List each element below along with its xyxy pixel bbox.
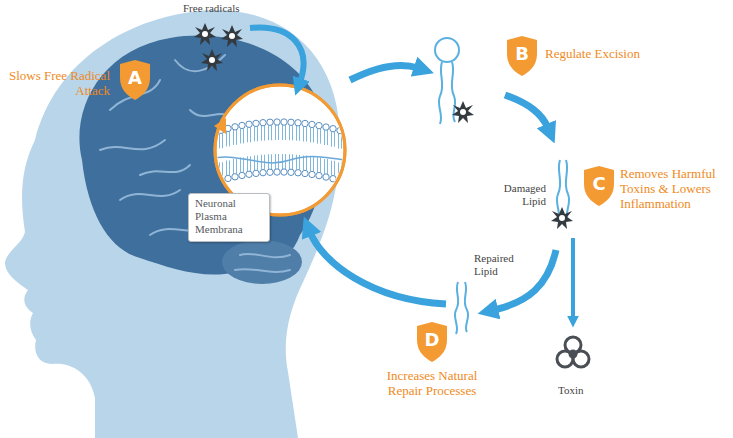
flow-arrow (250, 28, 303, 82)
flow-arrow (310, 232, 446, 304)
lipid-bilayer (205, 119, 360, 186)
callout-heading: Removes Harmful Toxins & Lowers Inflamma… (620, 166, 728, 211)
callout-letter: D (415, 322, 449, 358)
free-radical (221, 25, 243, 47)
callout-box: Neuronal Plasma Membrana (188, 193, 270, 242)
figure-label: Repaired Lipid (474, 252, 532, 278)
callout-letter: B (505, 36, 539, 72)
flow-arrow (350, 65, 418, 80)
callout-text: Neuronal Plasma Membrana (195, 197, 263, 236)
head-silhouette (5, 10, 340, 438)
shield-callout: CRemoves Harmful Toxins & Lowers Inflamm… (582, 166, 616, 206)
callout-heading: Slows Free Radical Attack (6, 68, 110, 98)
flow-arrow (505, 95, 548, 128)
figure-label: Free radicals (183, 2, 273, 15)
figure-label: Toxin (558, 384, 598, 397)
free-radical (201, 49, 223, 71)
shield-callout: BRegulate Excision (505, 36, 539, 76)
shield-callout: ASlows Free Radical Attack (118, 60, 152, 100)
cycle-arrows (250, 28, 573, 318)
free-radical (452, 101, 474, 123)
figure-label: Damaged Lipid (488, 182, 546, 208)
shield-callout: DIncreases Natural Repair Processes (415, 322, 449, 362)
callout-letter: A (118, 60, 152, 96)
lipid (435, 38, 459, 124)
zoom-pointer (214, 118, 226, 134)
callout-heading: Regulate Excision (545, 46, 685, 61)
damaged-marker (551, 207, 573, 229)
repaired-lipid (455, 282, 468, 334)
cerebellum (222, 240, 302, 284)
biohazard-symbol (557, 337, 589, 367)
free-radical (194, 23, 216, 45)
callout-heading: Increases Natural Repair Processes (372, 368, 492, 398)
flow-arrow (571, 238, 575, 318)
callout-letter: C (582, 166, 616, 202)
